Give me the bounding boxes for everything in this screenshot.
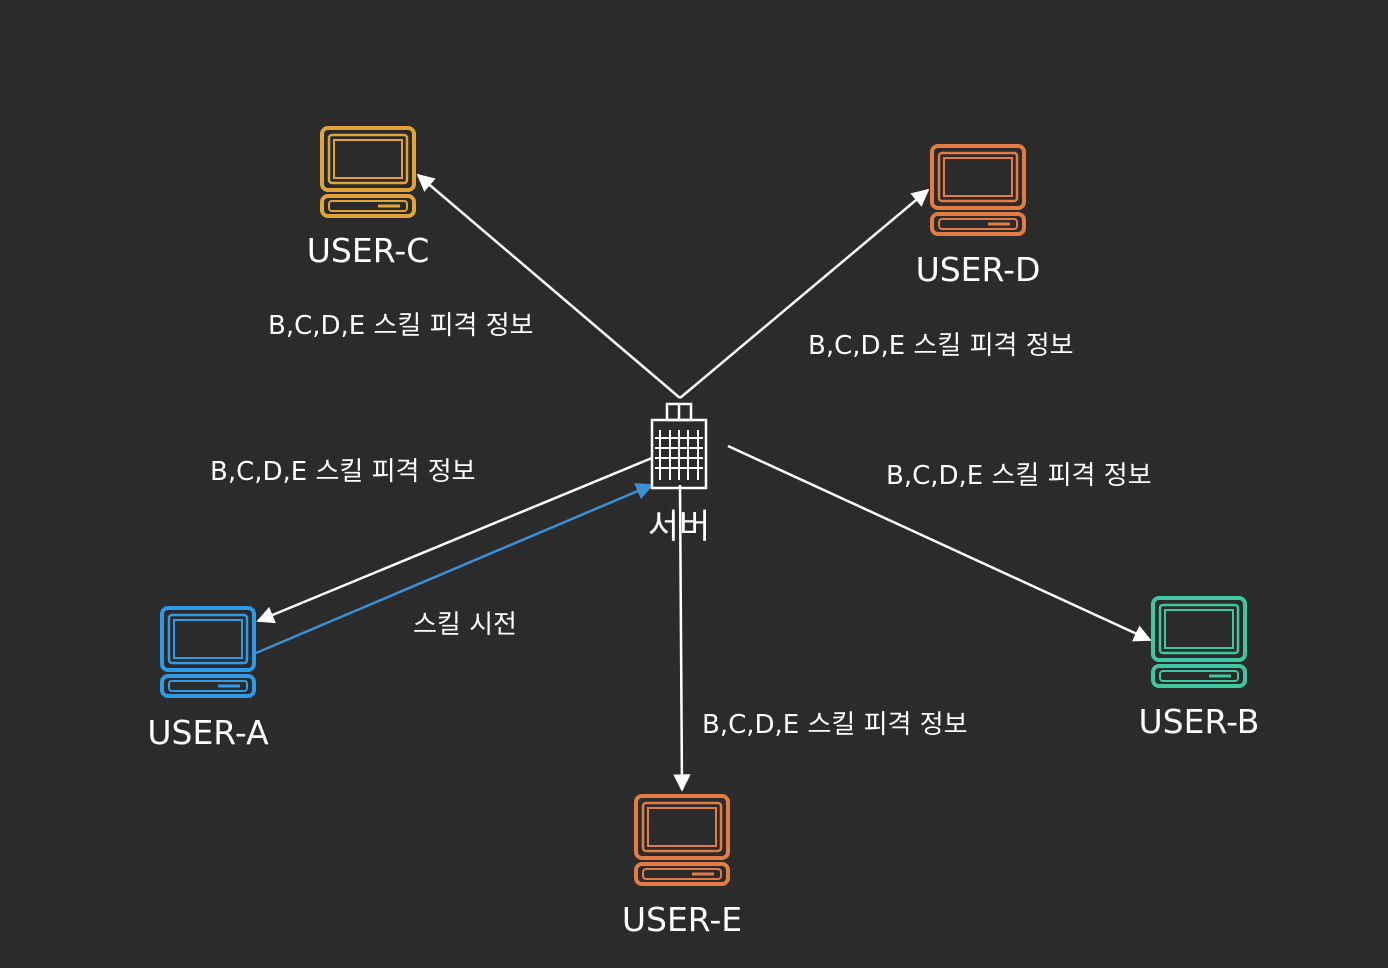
edge-label-server-to-user-d: B,C,D,E 스킬 피격 정보 <box>808 331 1074 361</box>
computer-icon <box>320 126 416 218</box>
edge-server-to-user-a <box>256 456 653 624</box>
computer-icon <box>930 144 1026 236</box>
user-e-node: USER-E <box>622 794 742 939</box>
user-d-label: USER-D <box>916 250 1041 289</box>
edge-label-server-to-user-c: B,C,D,E 스킬 피격 정보 <box>268 311 534 341</box>
office-building-icon <box>650 402 708 490</box>
edge-server-to-user-d <box>679 188 930 399</box>
edge-label-user-a-to-server: 스킬 시전 <box>413 610 517 640</box>
user-c-node: USER-C <box>307 126 430 270</box>
server-node: 서버 <box>648 402 711 547</box>
user-b-node: USER-B <box>1139 596 1260 741</box>
edge-label-server-to-user-b: B,C,D,E 스킬 피격 정보 <box>886 461 1152 491</box>
user-a-node: USER-A <box>147 606 269 752</box>
edge-server-to-user-b <box>727 444 1152 642</box>
user-e-label: USER-E <box>622 900 742 939</box>
user-b-label: USER-B <box>1139 702 1260 741</box>
edge-server-to-user-e <box>673 484 691 792</box>
user-c-label: USER-C <box>307 231 430 270</box>
computer-icon <box>160 606 256 698</box>
edge-label-server-to-user-e: B,C,D,E 스킬 피격 정보 <box>702 710 968 740</box>
edge-labels: B,C,D,E 스킬 피격 정보 B,C,D,E 스킬 피격 정보 B,C,D,… <box>210 311 1152 740</box>
user-d-node: USER-D <box>916 144 1041 289</box>
edge-label-server-to-user-a: B,C,D,E 스킬 피격 정보 <box>210 457 476 487</box>
server-label: 서버 <box>648 507 711 547</box>
edge-user-a-to-server <box>255 483 654 655</box>
computer-icon <box>634 794 730 886</box>
edges <box>255 173 1152 792</box>
computer-icon <box>1151 596 1247 688</box>
user-a-label: USER-A <box>147 713 269 752</box>
edge-server-to-user-c <box>416 173 681 399</box>
